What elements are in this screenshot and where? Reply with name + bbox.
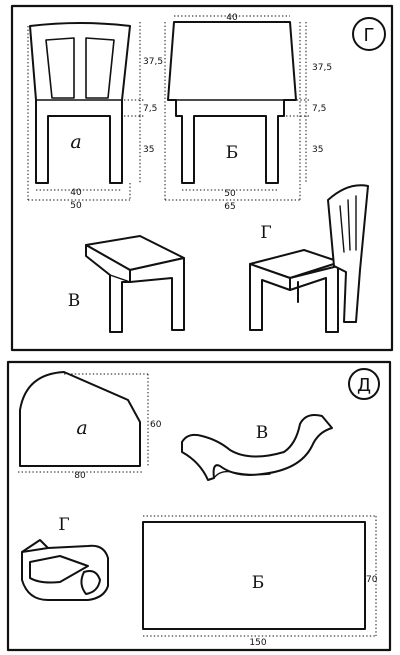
chair-slot-left: [45, 37, 75, 99]
pattern-a-chair-side: а 37,5 7,5 35 40 50: [27, 22, 163, 211]
dim-a-w-outer: 50: [70, 201, 82, 211]
edge-line: [109, 274, 131, 283]
dim-b-h: 70: [366, 575, 378, 585]
label-b: Б: [252, 573, 265, 593]
label-v: В: [68, 291, 81, 311]
seat-front-face: [129, 257, 185, 331]
label-g: Г: [260, 223, 271, 243]
dim-a-h3: 35: [143, 145, 154, 155]
front-piece-outline: [167, 21, 297, 184]
label-a: а: [76, 417, 87, 439]
pattern-b-chair-front: Б 40 37,5 7,5 35 50 65: [164, 13, 332, 212]
dim-a-w-inner: 40: [70, 188, 82, 198]
dim-a-w: 80: [74, 471, 86, 481]
bent-sheet-outline: [181, 414, 333, 481]
armchair-arm-end: [80, 570, 101, 595]
badge-circle: [352, 17, 386, 51]
dim-a-h1: 37,5: [143, 57, 163, 67]
badge-letter: Д: [357, 375, 371, 396]
backrest-slats: [339, 195, 357, 253]
dim-b-w-inner: 50: [224, 189, 236, 199]
bent-sheet-edge: [213, 470, 271, 479]
label-b: Б: [226, 143, 239, 163]
armchair-seat: [29, 555, 89, 584]
panel-top-badge: Г: [352, 17, 386, 51]
figure-v-bent-sheet: В: [181, 414, 333, 481]
dim-b-h1: 37,5: [312, 63, 332, 73]
chair-side-outline: [29, 22, 131, 184]
rectangle-outline: [142, 521, 366, 630]
label-v: В: [256, 423, 269, 443]
figure-v-seat-block: В: [68, 235, 185, 333]
panel-bottom-frame: [6, 360, 392, 652]
armchair-side-outline: [19, 371, 141, 467]
badge-circle: [348, 368, 380, 400]
label-g: Г: [58, 515, 69, 535]
dim-a-h: 60: [150, 420, 162, 430]
dim-b-w: 150: [249, 638, 266, 648]
panel-bottom-badge: Д: [348, 368, 380, 400]
figure-g-assembled-chair: Г: [249, 184, 369, 333]
badge-letter: Г: [364, 25, 375, 46]
panel-top: Г а 37,5 7,5 35 40 50: [10, 4, 394, 352]
figure-g-armchair: Г: [21, 515, 109, 601]
chair-slot-right: [85, 37, 115, 99]
chair-backrest: [327, 184, 369, 323]
panel-top-frame: [10, 4, 394, 352]
dim-b-top: 40: [226, 13, 238, 23]
dim-b-h2: 7,5: [312, 104, 326, 114]
dim-b-h3: 35: [312, 145, 323, 155]
pattern-a-armchair-side: а 60 80: [18, 371, 162, 481]
dim-b-w-outer: 65: [224, 202, 235, 212]
label-a: а: [70, 131, 81, 153]
panel-bottom: Д а 60 80 В Г: [6, 360, 392, 652]
pattern-b-rectangle: Б 70 150: [142, 515, 378, 648]
dim-a-h2: 7,5: [143, 104, 157, 114]
